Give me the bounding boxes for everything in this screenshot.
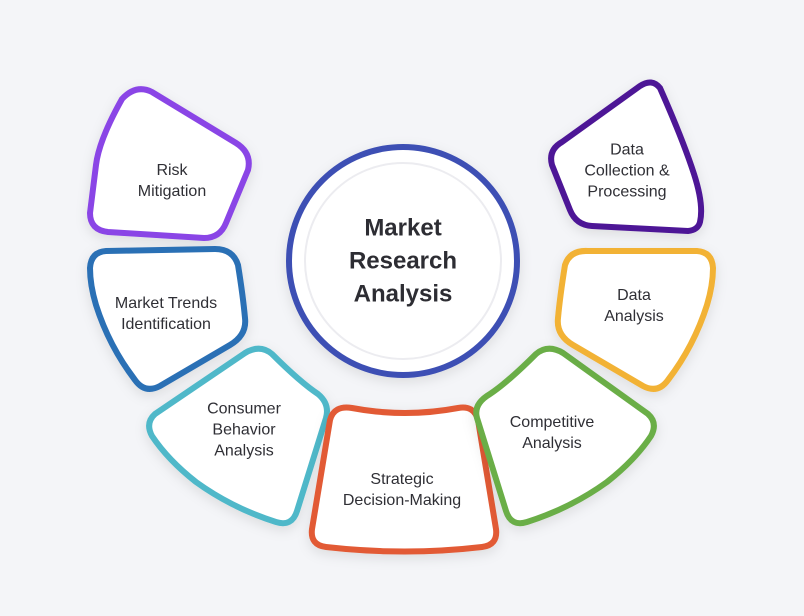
center-inner-disc [304,162,502,360]
center-title: Market Research Analysis [348,214,458,308]
segment-competitive-analysis [473,345,657,527]
segment-consumer-behavior [146,345,330,527]
label-strategic-decision: Strategic Decision-Making [342,471,462,509]
segment-risk-mitigation [86,86,252,242]
segment-data-collection [548,79,705,235]
label-market-trends: Market Trends Identification [114,295,218,333]
label-consumer-behavior: Consumer Behavior Analysis [207,400,281,460]
label-competitive-analysis: Competitive Analysis [509,414,595,452]
label-data-analysis: Data Analysis [604,287,664,325]
segment-strategic-decision [308,404,500,555]
label-risk-mitigation: Risk Mitigation [137,162,207,200]
segment-market-trends [86,245,249,392]
label-data-collection: Data Collection & Processing [584,141,670,201]
segment-data-analysis [554,247,717,392]
